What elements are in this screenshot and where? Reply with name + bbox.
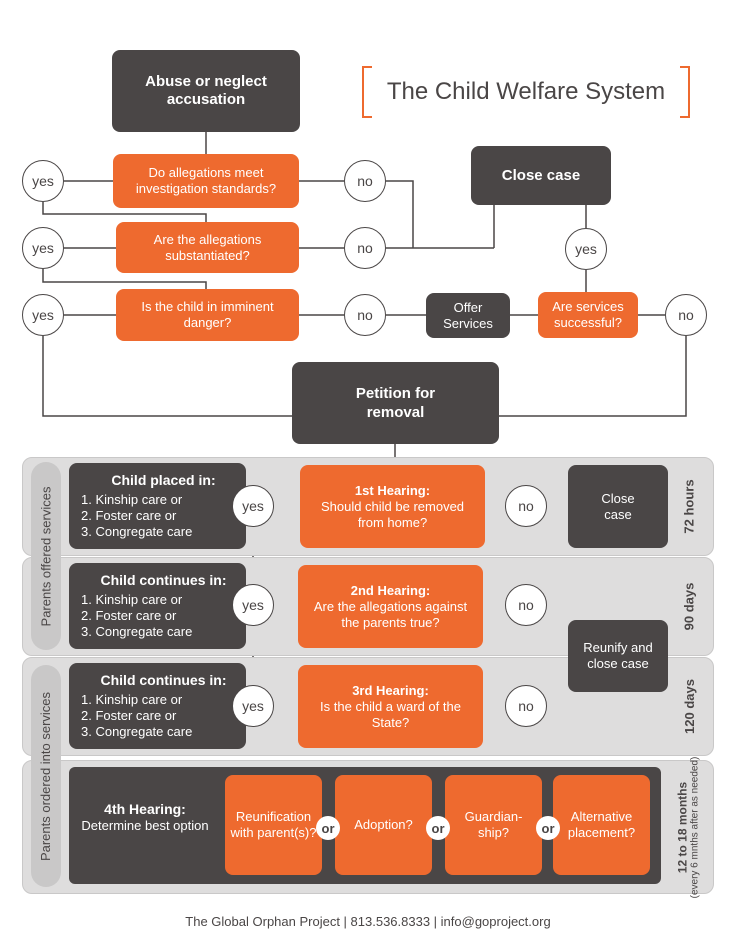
option-guardianship: Guardian-ship? bbox=[445, 775, 542, 875]
yes-circle-2: yes bbox=[22, 227, 64, 269]
page-title: The Child Welfare System bbox=[386, 78, 666, 105]
first-hearing-box: 1st Hearing: Should child be removed fro… bbox=[300, 465, 485, 548]
yes-circle-row2: yes bbox=[232, 584, 274, 626]
child-continues-title: Child continues in: bbox=[100, 672, 227, 688]
or-badge-3: or bbox=[536, 816, 560, 840]
placement-option: 2. Foster care or bbox=[81, 708, 177, 723]
time-120-days: 120 days bbox=[681, 678, 697, 734]
yes-circle-3: yes bbox=[22, 294, 64, 336]
offer-services-box: Offer Services bbox=[426, 293, 510, 338]
option-adoption: Adoption? bbox=[335, 775, 432, 875]
no-circle-row3: no bbox=[505, 685, 547, 727]
placement-option: 3. Congregate care bbox=[81, 724, 193, 739]
close-case-top-box: Close case bbox=[471, 146, 611, 205]
time-90-days: 90 days bbox=[681, 582, 697, 630]
child-placed-title: Child placed in: bbox=[111, 472, 216, 488]
time-12-to-18-months: 12 to 18 months (every 6 mnths after as … bbox=[664, 756, 712, 898]
yes-circle-services: yes bbox=[565, 228, 607, 270]
placement-option: 1. Kinship care or bbox=[81, 492, 183, 507]
first-hearing-title: 1st Hearing: bbox=[354, 482, 431, 498]
time-sub-label: (every 6 mnths after as needed) bbox=[689, 756, 701, 898]
petition-for-removal-box: Petition for removal bbox=[292, 362, 499, 444]
substantiated-question: Are the allegations substantiated? bbox=[116, 222, 299, 273]
no-circle-2: no bbox=[344, 227, 386, 269]
placement-option: 1. Kinship care or bbox=[81, 592, 183, 607]
placement-option: 2. Foster care or bbox=[81, 608, 177, 623]
third-hearing-question: Is the child a ward of the State? bbox=[320, 698, 461, 730]
reunify-close-case-box: Reunify and close case bbox=[568, 620, 668, 692]
option-alternative-placement: Alternative placement? bbox=[553, 775, 650, 875]
fourth-hearing-label: 4th Hearing: Determine best option bbox=[80, 800, 210, 852]
third-hearing-title: 3rd Hearing: bbox=[352, 682, 429, 698]
yes-circle-row3: yes bbox=[232, 685, 274, 727]
second-hearing-question: Are the allegations against the parents … bbox=[313, 598, 468, 630]
imminent-danger-question: Is the child in imminent danger? bbox=[116, 289, 299, 341]
third-hearing-box: 3rd Hearing: Is the child a ward of the … bbox=[298, 665, 483, 748]
investigation-standards-question: Do allegations meet investigation standa… bbox=[113, 154, 299, 208]
parents-offered-services-label: Parents offered services bbox=[31, 462, 61, 650]
no-circle-1: no bbox=[344, 160, 386, 202]
second-hearing-title: 2nd Hearing: bbox=[350, 582, 431, 598]
time-72-hours: 72 hours bbox=[681, 478, 697, 534]
yes-circle-row1: yes bbox=[232, 485, 274, 527]
parents-ordered-into-services-label: Parents ordered into services bbox=[31, 665, 61, 887]
placement-option: 3. Congregate care bbox=[81, 624, 193, 639]
or-badge-1: or bbox=[316, 816, 340, 840]
placement-option: 1. Kinship care or bbox=[81, 692, 183, 707]
services-successful-question: Are services successful? bbox=[538, 292, 638, 338]
child-continues-box-1: Child continues in: 1. Kinship care or 2… bbox=[69, 563, 246, 649]
second-hearing-box: 2nd Hearing: Are the allegations against… bbox=[298, 565, 483, 648]
placement-option: 3. Congregate care bbox=[81, 524, 193, 539]
no-circle-3: no bbox=[344, 294, 386, 336]
time-main-label: 12 to 18 months bbox=[675, 781, 690, 873]
first-hearing-question: Should child be removed from home? bbox=[320, 498, 465, 530]
no-circle-row1: no bbox=[505, 485, 547, 527]
child-continues-box-2: Child continues in: 1. Kinship care or 2… bbox=[69, 663, 246, 749]
yes-circle-1: yes bbox=[22, 160, 64, 202]
close-case-row1-box: Close case bbox=[568, 465, 668, 548]
title-frame: The Child Welfare System bbox=[362, 66, 690, 118]
footer-contact: The Global Orphan Project | 813.536.8333… bbox=[185, 914, 551, 929]
option-reunification: Reunification with parent(s)? bbox=[225, 775, 322, 875]
placement-option: 2. Foster care or bbox=[81, 508, 177, 523]
fourth-hearing-title: 4th Hearing: bbox=[104, 801, 186, 817]
or-badge-2: or bbox=[426, 816, 450, 840]
no-circle-row2: no bbox=[505, 584, 547, 626]
no-circle-services: no bbox=[665, 294, 707, 336]
child-placed-box: Child placed in: 1. Kinship care or 2. F… bbox=[69, 463, 246, 549]
fourth-hearing-text: Determine best option bbox=[81, 818, 209, 833]
child-continues-title: Child continues in: bbox=[100, 572, 227, 588]
abuse-accusation-box: Abuse or neglect accusation bbox=[112, 50, 300, 132]
